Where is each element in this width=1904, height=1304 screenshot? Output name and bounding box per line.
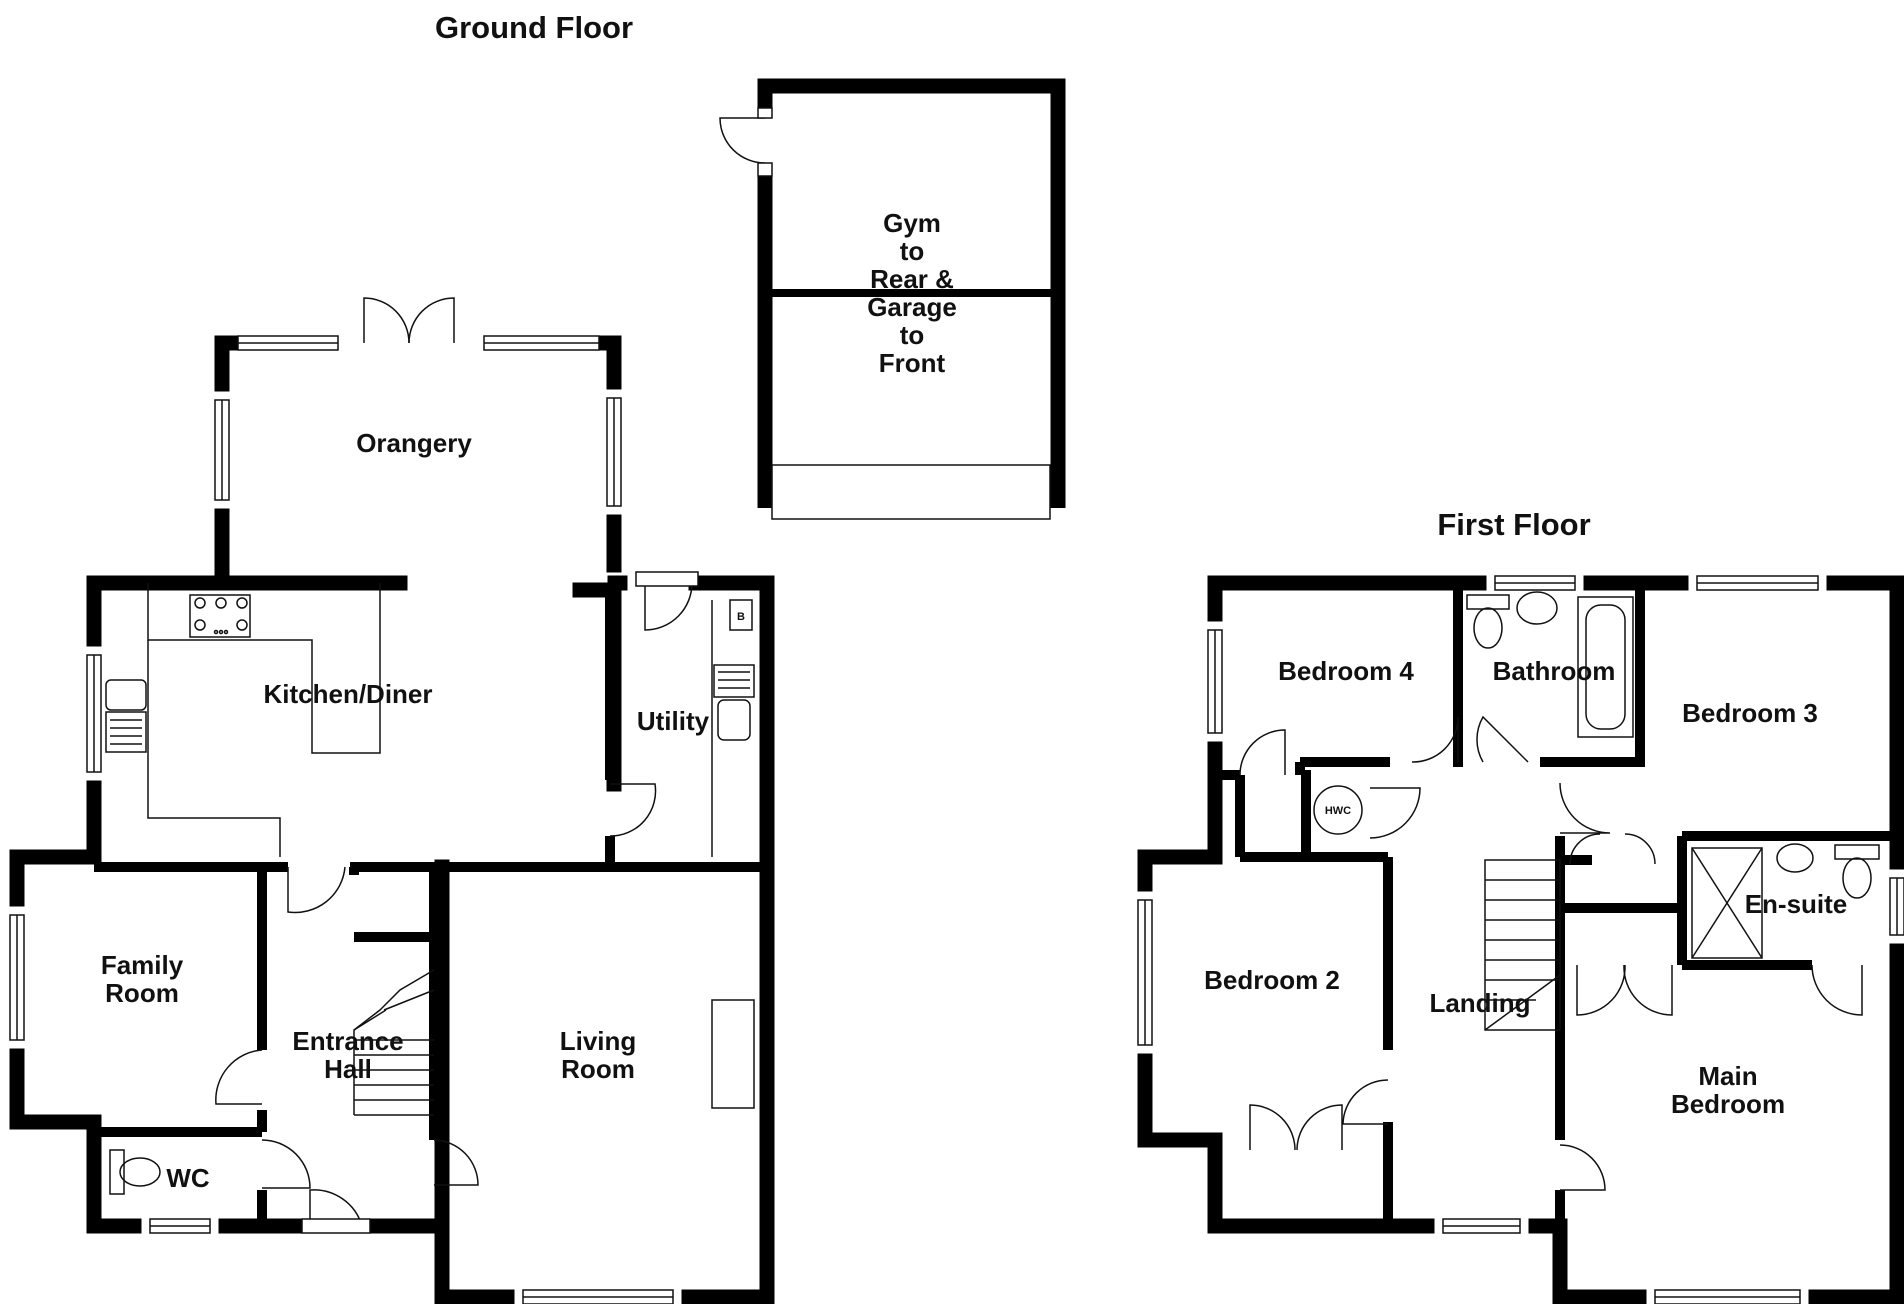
landing-stair-treads — [1484, 879, 1561, 1031]
living-room-label-line2: Room — [561, 1054, 635, 1084]
wc-label: WC — [166, 1163, 210, 1193]
boiler-marker: B — [737, 611, 745, 623]
kitchen-diner-label: Kitchen/Diner — [263, 679, 432, 709]
ground-interior-walls — [94, 590, 767, 1220]
ground-floor-title: Ground Floor — [435, 10, 633, 45]
first-fixtures — [1313, 591, 1880, 1031]
ground-windows — [9, 335, 674, 1304]
main-bedroom-label-line2: Bedroom — [1671, 1089, 1785, 1119]
gym-garage-label-line2: to — [900, 236, 925, 266]
gym-garage-label-line3: Rear & — [870, 264, 954, 294]
bedroom-4-label: Bedroom 4 — [1278, 656, 1414, 686]
ground-doors — [215, 297, 699, 1234]
gym-garage-label-line6: Front — [879, 348, 946, 378]
first-interior-walls — [1210, 590, 1897, 1226]
first-windows — [1137, 575, 1904, 1304]
landing-label: Landing — [1429, 988, 1530, 1018]
ground-fixtures — [105, 583, 755, 1195]
gym-garage-label-line4: Garage — [867, 292, 957, 322]
hwc-label: HWC — [1325, 805, 1351, 817]
ground-floor-plan: Ground Floor Orangery Kitchen/Diner Util… — [8, 10, 1066, 1304]
first-doors — [1239, 715, 1863, 1191]
gym-garage-label-line5: to — [900, 320, 925, 350]
first-floor-plan: First Floor Bedroom 4 Bathroom Bedroom 3… — [1136, 507, 1904, 1304]
orangery-label: Orangery — [356, 428, 472, 458]
first-floor-title: First Floor — [1437, 507, 1590, 542]
living-room-label-line1: Living — [560, 1026, 637, 1056]
bedroom-2-label: Bedroom 2 — [1204, 965, 1340, 995]
entrance-hall-label-line2: Hall — [324, 1054, 372, 1084]
family-room-label-line2: Room — [105, 978, 179, 1008]
stair-treads — [353, 989, 435, 1116]
bedroom-3-label: Bedroom 3 — [1682, 698, 1818, 728]
entrance-hall-label-line1: Entrance — [292, 1026, 403, 1056]
en-suite-label: En-suite — [1745, 889, 1848, 919]
utility-label: Utility — [637, 706, 710, 736]
family-room-label-line1: Family — [101, 950, 184, 980]
gym-garage-block — [719, 78, 1066, 520]
main-bedroom-label-line1: Main — [1698, 1061, 1757, 1091]
bathroom-label: Bathroom — [1493, 656, 1616, 686]
gym-garage-label-line1: Gym — [883, 208, 941, 238]
